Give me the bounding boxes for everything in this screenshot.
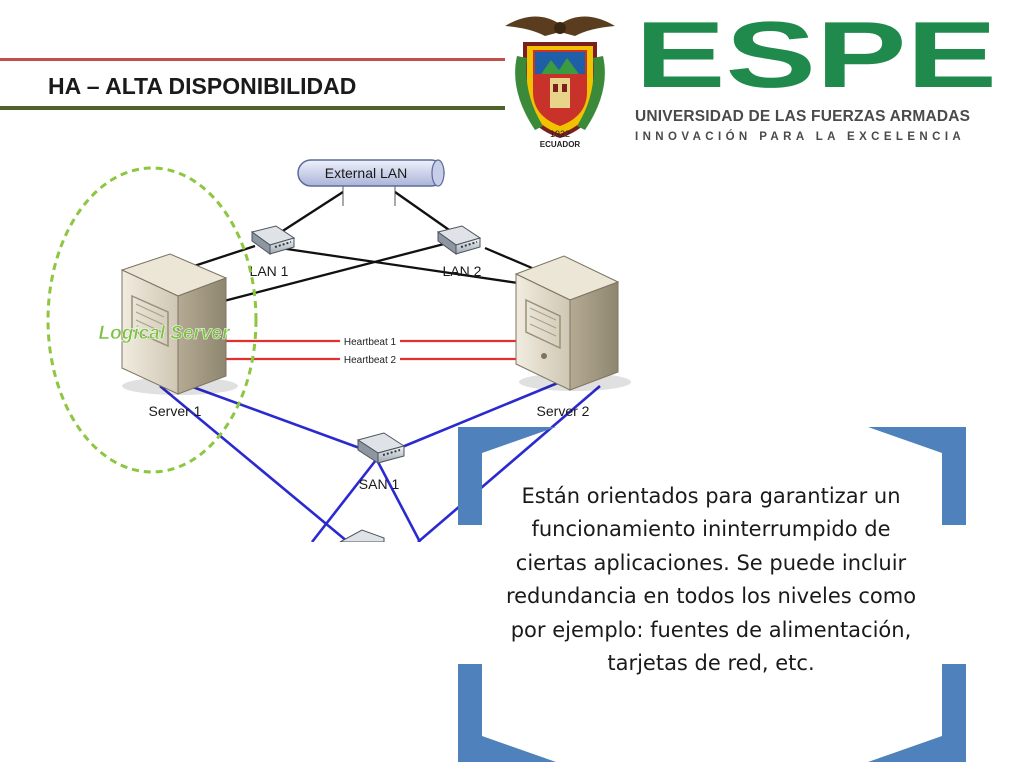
espe-wordmark: ESPE (635, 14, 997, 96)
ha-network-diagram: Heartbeat 1 Heartbeat 2 External LAN LAN… (46, 159, 631, 542)
slide-title: HA – ALTA DISPONIBILIDAD (48, 73, 357, 99)
storage-device-icon (339, 529, 385, 542)
header-divider-top (0, 58, 505, 61)
heartbeat-1-label: Heartbeat 1 (344, 337, 397, 348)
logical-server-boundary (46, 166, 258, 474)
svg-text:1922: 1922 (550, 129, 570, 139)
lan-links (187, 191, 533, 304)
callout-frame (458, 427, 966, 762)
heartbeat-links (226, 339, 518, 361)
callout-text: Están orientados para garantizar un func… (505, 484, 917, 676)
switch-lan1-icon (250, 225, 296, 255)
external-lan-label: External LAN (325, 165, 407, 181)
lan1-label: LAN 1 (250, 263, 289, 279)
header-divider-bottom (0, 106, 505, 110)
svg-text:ESPE: ESPE (635, 14, 997, 96)
svg-text:ECUADOR: ECUADOR (540, 140, 581, 149)
heartbeat-2-label: Heartbeat 2 (344, 355, 397, 366)
espe-logo: 1922 ECUADOR ESPE UNIVERSIDAD DE LAS FUE… (495, 6, 1020, 151)
external-lan-pipe: External LAN (297, 159, 445, 187)
switch-san1-icon (356, 432, 406, 464)
san1-label: SAN 1 (359, 476, 400, 492)
server-1-label: Server 1 (149, 403, 202, 419)
switch-lan2-icon (436, 225, 482, 255)
university-motto: INNOVACIÓN PARA LA EXCELENCIA (635, 131, 966, 143)
san-links (159, 380, 601, 542)
lan2-label: LAN 2 (443, 263, 482, 279)
server-2-icon (514, 255, 631, 391)
university-name: UNIVERSIDAD DE LAS FUERZAS ARMADAS (635, 108, 971, 125)
logical-server-label: Logical Server (99, 323, 232, 344)
server-2-label: Server 2 (537, 403, 590, 419)
university-seal-icon: 1922 ECUADOR (505, 16, 615, 149)
server-1-icon (120, 253, 238, 395)
